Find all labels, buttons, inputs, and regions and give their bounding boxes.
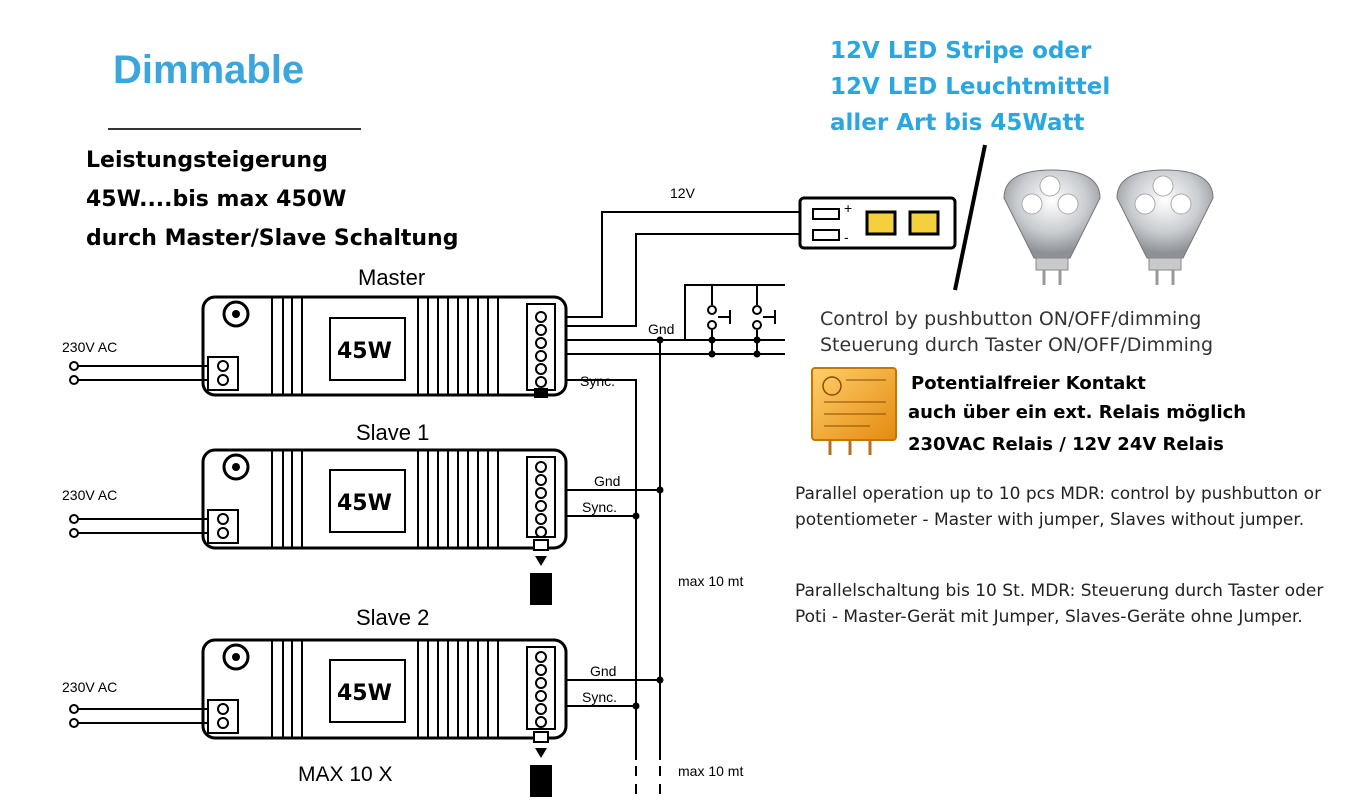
boost-line-2: 45W....bis max 450W bbox=[86, 187, 347, 212]
label-gnd-slave-2: Gnd bbox=[590, 663, 616, 679]
label-sync-slave-2: Sync. bbox=[582, 689, 617, 705]
label-max-distance-1: max 10 mt bbox=[678, 573, 743, 589]
parallel-text-de: Parallelschaltung bis 10 St. MDR: Steuer… bbox=[795, 581, 1324, 627]
pushbutton-symbols bbox=[707, 305, 776, 330]
bus-continuation bbox=[635, 712, 661, 801]
label-gnd-slave-1: Gnd bbox=[594, 473, 620, 489]
boost-line-1: Leistungsteigerung bbox=[86, 148, 328, 173]
control-text-en: Control by pushbutton ON/OFF/dimming bbox=[820, 308, 1202, 330]
device-slave-2 bbox=[201, 638, 568, 797]
label-ac-master: 230V AC bbox=[62, 339, 117, 355]
strip-minus-label: - bbox=[844, 229, 849, 245]
title-underline bbox=[108, 128, 361, 130]
led-caption-line-3: aller Art bis 45Watt bbox=[830, 110, 1085, 136]
page-title: Dimmable bbox=[113, 48, 305, 92]
device-name-slave-2: Slave 2 bbox=[356, 605, 429, 630]
strip-plus-label: + bbox=[844, 200, 852, 216]
label-sync-master: Sync. bbox=[580, 373, 615, 389]
label-max-distance-2: max 10 mt bbox=[678, 763, 743, 779]
junctions bbox=[632, 336, 761, 710]
power-label-slave-1: 45W bbox=[337, 491, 392, 516]
label-sync-slave-1: Sync. bbox=[582, 499, 617, 515]
label-ac-slave-2: 230V AC bbox=[62, 679, 117, 695]
lamp-1 bbox=[1003, 169, 1101, 285]
control-text-de: Steuerung durch Taster ON/OFF/Dimming bbox=[820, 334, 1214, 356]
device-master bbox=[201, 295, 568, 398]
device-name-slave-1: Slave 1 bbox=[356, 420, 429, 445]
label-gnd-master: Gnd bbox=[648, 321, 674, 337]
device-slave-1 bbox=[201, 448, 568, 605]
label-ac-slave-1: 230V AC bbox=[62, 487, 117, 503]
relay-line-1: Potentialfreier Kontakt bbox=[911, 373, 1146, 394]
led-strip bbox=[798, 196, 957, 250]
relay-image bbox=[811, 367, 897, 455]
parallel-text-en: Parallel operation up to 10 pcs MDR: con… bbox=[795, 484, 1322, 530]
relay-line-2: auch über ein ext. Relais möglich bbox=[908, 402, 1247, 423]
led-caption-line-1: 12V LED Stripe oder bbox=[830, 38, 1092, 64]
relay-line-3: 230VAC Relais / 12V 24V Relais bbox=[908, 434, 1224, 455]
ac-inputs bbox=[69, 361, 208, 728]
lamp-2 bbox=[1116, 169, 1214, 285]
power-label-slave-2: 45W bbox=[337, 681, 392, 706]
label-max-units: MAX 10 X bbox=[298, 763, 393, 786]
boost-line-3: durch Master/Slave Schaltung bbox=[86, 226, 459, 251]
label-12v: 12V bbox=[670, 185, 696, 201]
separator-slash bbox=[953, 144, 987, 291]
power-label-master: 45W bbox=[337, 339, 392, 364]
led-caption-line-2: 12V LED Leuchtmittel bbox=[830, 74, 1111, 100]
device-name-master: Master bbox=[358, 265, 425, 290]
